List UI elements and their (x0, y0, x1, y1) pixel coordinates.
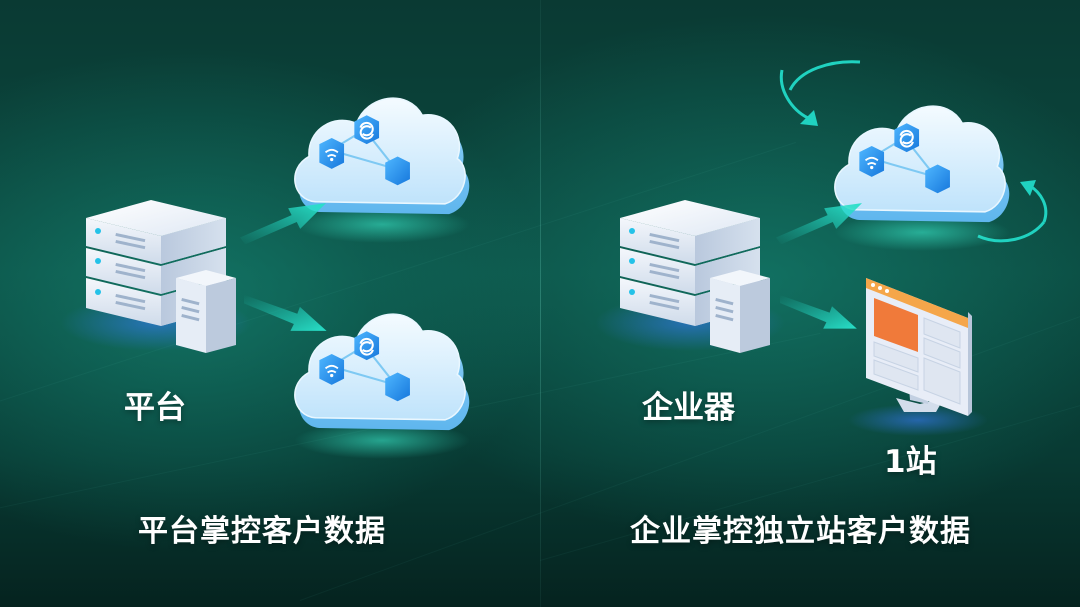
right-source-label: 企业器 (642, 382, 735, 427)
left-caption: 平台掌控客户数据 (138, 506, 386, 550)
left-cloud-top (295, 98, 470, 243)
right-cloud (835, 106, 1010, 251)
left-cloud-bottom (295, 314, 470, 459)
left-source-label: 平台 (124, 382, 186, 427)
left-server-icon (61, 200, 251, 353)
right-server-icon (595, 200, 785, 353)
right-arrow-down-icon (780, 295, 857, 329)
right-caption: 企业掌控独立站客户数据 (630, 506, 971, 550)
site-label: 1站 (884, 436, 937, 481)
monitor-icon (848, 278, 988, 436)
left-arrow-down-icon (244, 295, 327, 331)
